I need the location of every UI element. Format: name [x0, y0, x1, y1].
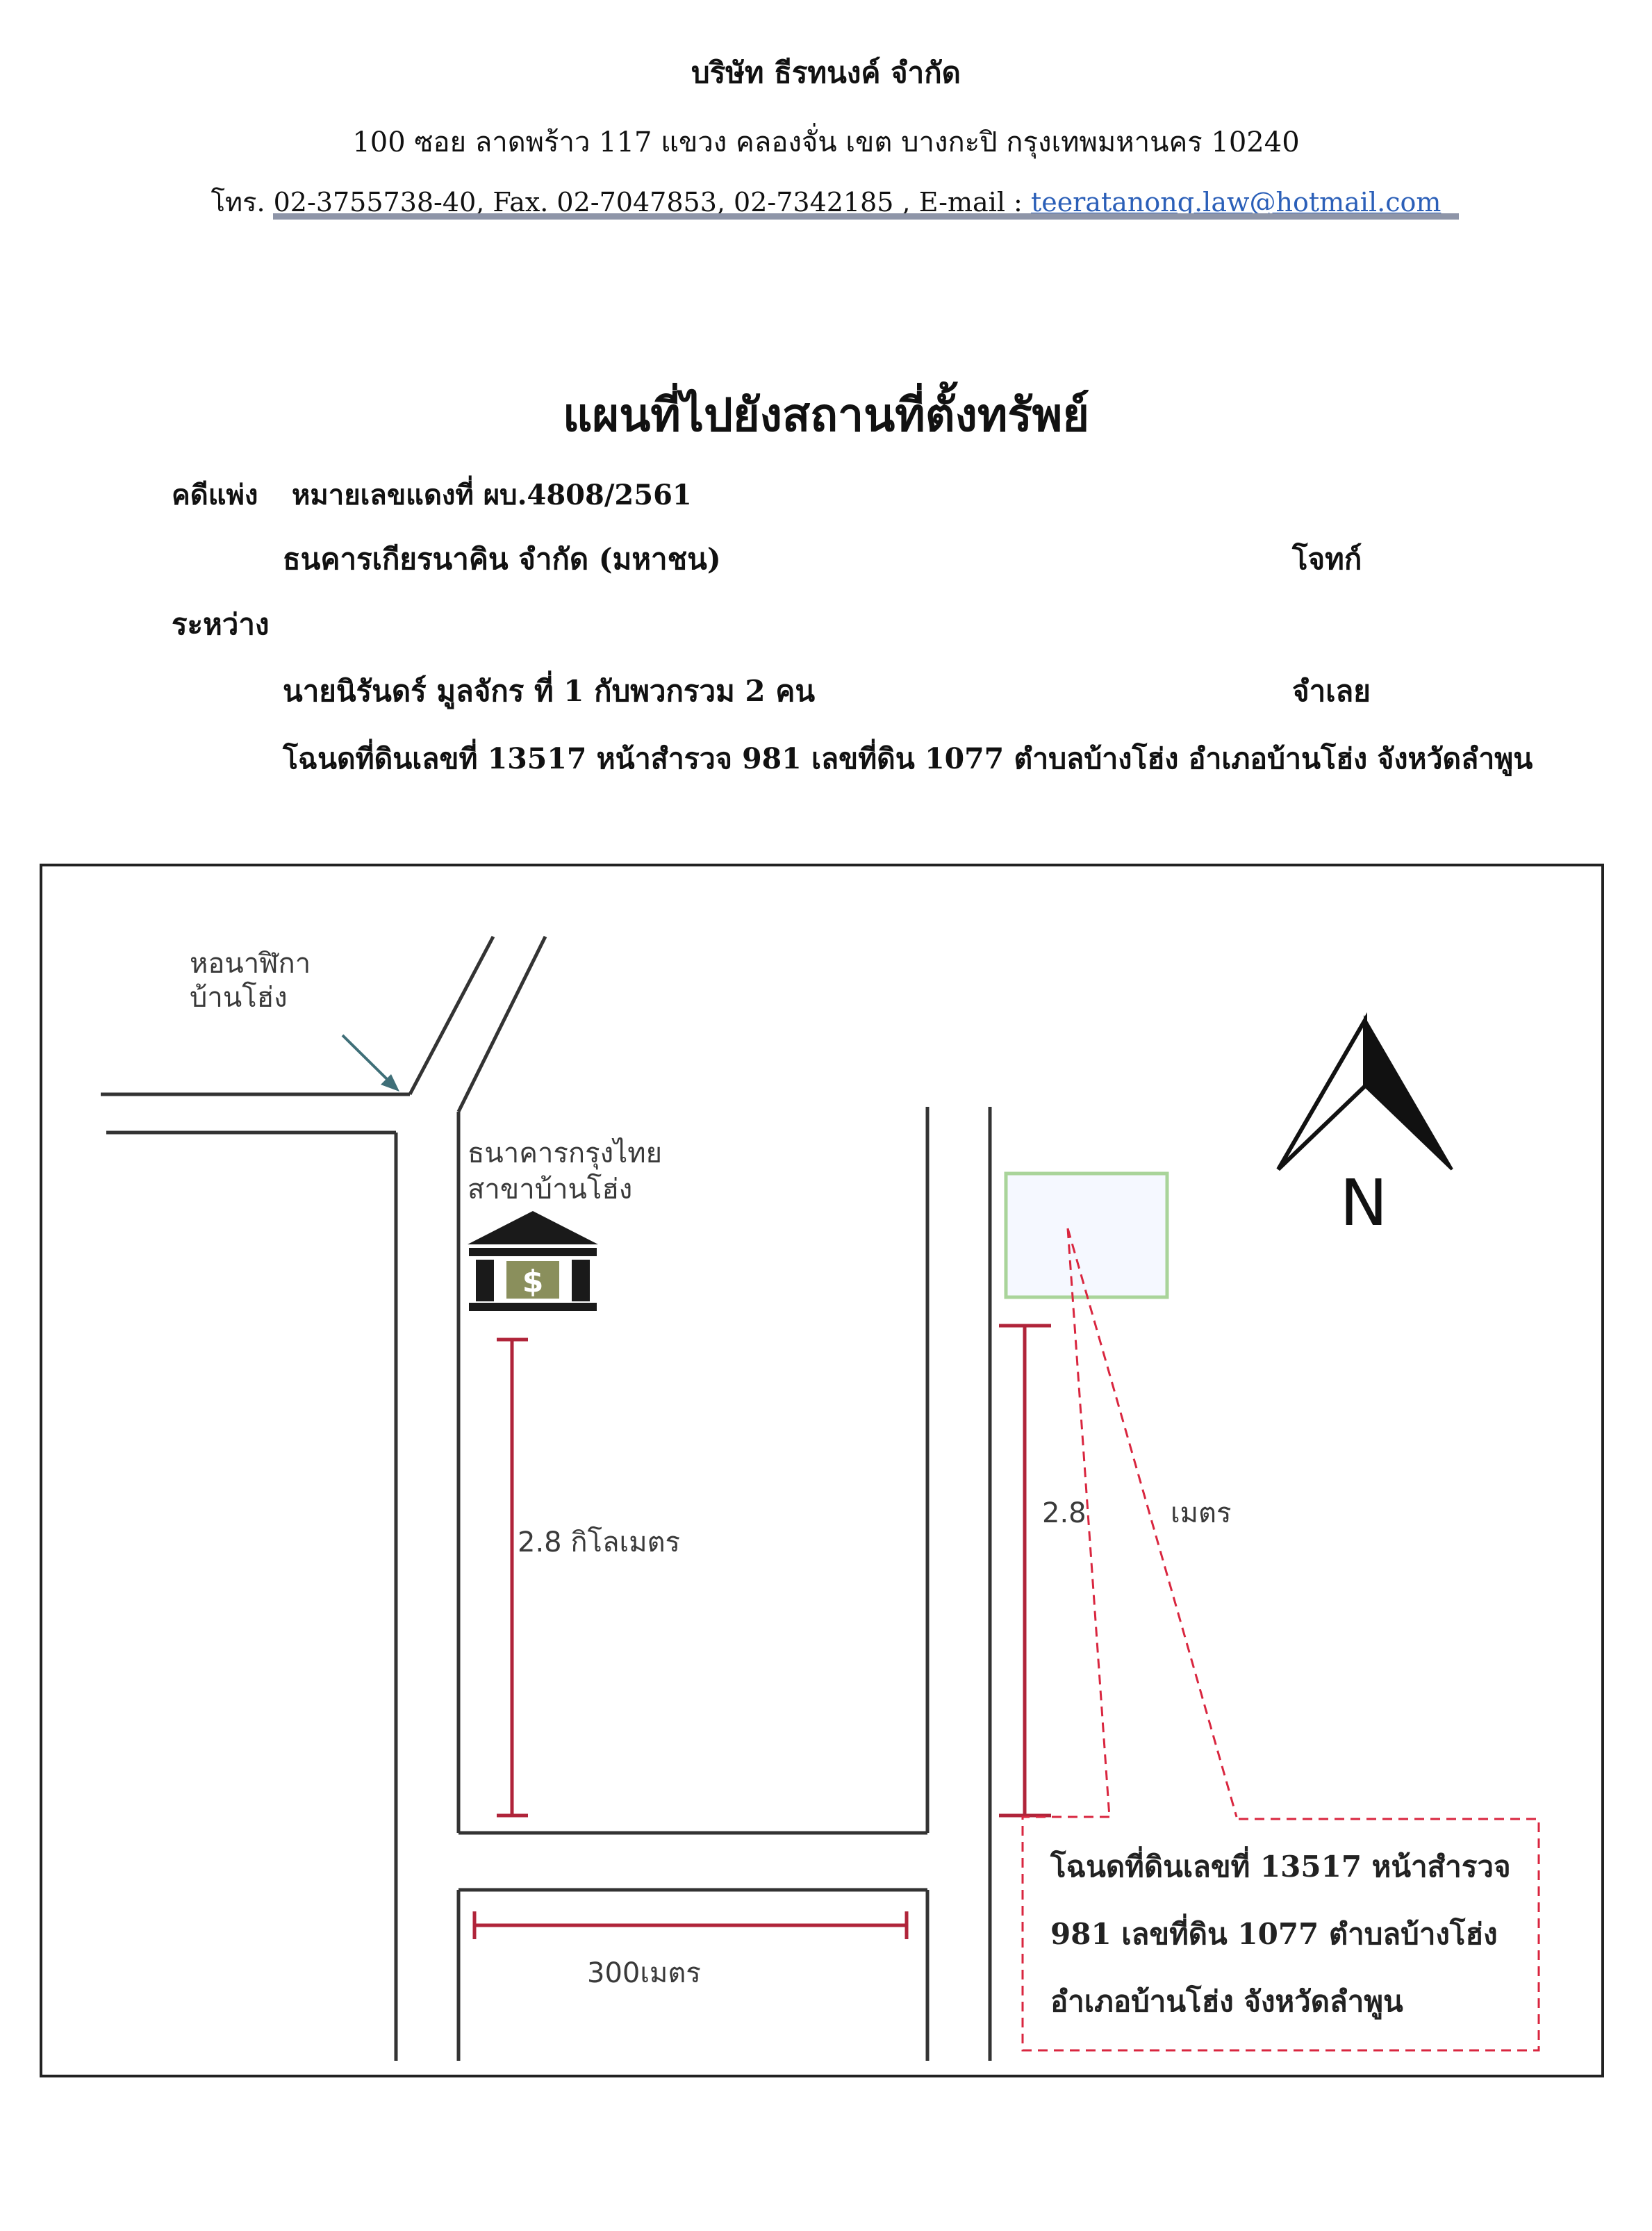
road-edge: [456, 935, 547, 1113]
measure-left: [497, 1337, 528, 1818]
bank-label-line2: สาขาบ้านโฮ่ง: [468, 1174, 632, 1205]
distance-bottom-label: 300เมตร: [587, 1957, 701, 1989]
case-label: คดีแพ่ง: [172, 479, 258, 511]
case-number: หมายเลขแดงที่ ผบ.4808/2561: [292, 479, 692, 511]
road-edge: [408, 935, 495, 1096]
location-map: หอนาฬิกา บ้านโฮ่ง ธนาคารกรุงไทย สาขาบ้าน…: [40, 864, 1604, 2077]
property-plot: [1004, 1171, 1169, 1299]
defendant-role: จำเลย: [1292, 674, 1371, 708]
company-address: 100 ซอย ลาดพร้าว 117 แขวง คลองจั่น เขต บ…: [352, 126, 1300, 158]
bank-icon: $: [468, 1211, 598, 1311]
between-label: ระหว่าง: [172, 607, 270, 641]
email-link[interactable]: teeratanong.law@hotmail.com: [1030, 187, 1442, 217]
company-name: บริษัท ธีรทนงค์ จำกัด: [691, 56, 961, 90]
bank-label-line1: ธนาคารกรุงไทย: [468, 1137, 662, 1170]
defendant-name: นายนิรันดร์ มูลจักร ที่ 1 กับพวกรวม 2 คน: [283, 674, 816, 708]
distance-left-label: 2.8 กิโลเมตร: [518, 1526, 680, 1558]
property-note-line2: 981 เลขที่ดิน 1077 ตำบลบ้างโฮ่ง: [1050, 1913, 1498, 1951]
measure-bottom: [472, 1911, 909, 1939]
property-callout: [1021, 1228, 1540, 2052]
property-note-line3: อำเภอบ้านโฮ่ง จังหวัดลำพูน: [1050, 1984, 1403, 2020]
clock-tower-label-line1: หอนาฬิกา: [190, 948, 311, 980]
company-contact: โทร. 02-3755738-40, Fax. 02-7047853, 02-…: [0, 181, 1652, 223]
road-network: [101, 935, 992, 2061]
north-arrow-icon: [1276, 1012, 1453, 1171]
north-label: N: [1340, 1166, 1388, 1240]
document-title: แผนที่ไปยังสถานที่ตั้งทรัพย์: [563, 388, 1089, 442]
header-divider: [273, 213, 1459, 220]
clock-tower-arrow-icon: [341, 1034, 399, 1092]
map-border: [40, 864, 1604, 2077]
measure-right: [999, 1324, 1051, 1818]
property-note-line1: โฉนดที่ดินเลขที่ 13517 หน้าสำรวจ: [1050, 1846, 1511, 1884]
deed-line: โฉนดที่ดินเลขที่ 13517 หน้าสำรวจ 981 เลข…: [283, 742, 1533, 775]
plaintiff-role: โจทก์: [1292, 542, 1362, 576]
distance-right-label-a: 2.8: [1042, 1497, 1087, 1529]
bank-icon-symbol: $: [522, 1264, 544, 1299]
distance-right-label-b: เมตร: [1171, 1497, 1232, 1529]
contact-details: โทร. 02-3755738-40, Fax. 02-7047853, 02-…: [210, 187, 1031, 217]
plaintiff-name: ธนคารเกียรนาคิน จำกัด (มหาชน): [283, 542, 721, 576]
clock-tower-label-line2: บ้านโฮ่ง: [190, 982, 288, 1014]
